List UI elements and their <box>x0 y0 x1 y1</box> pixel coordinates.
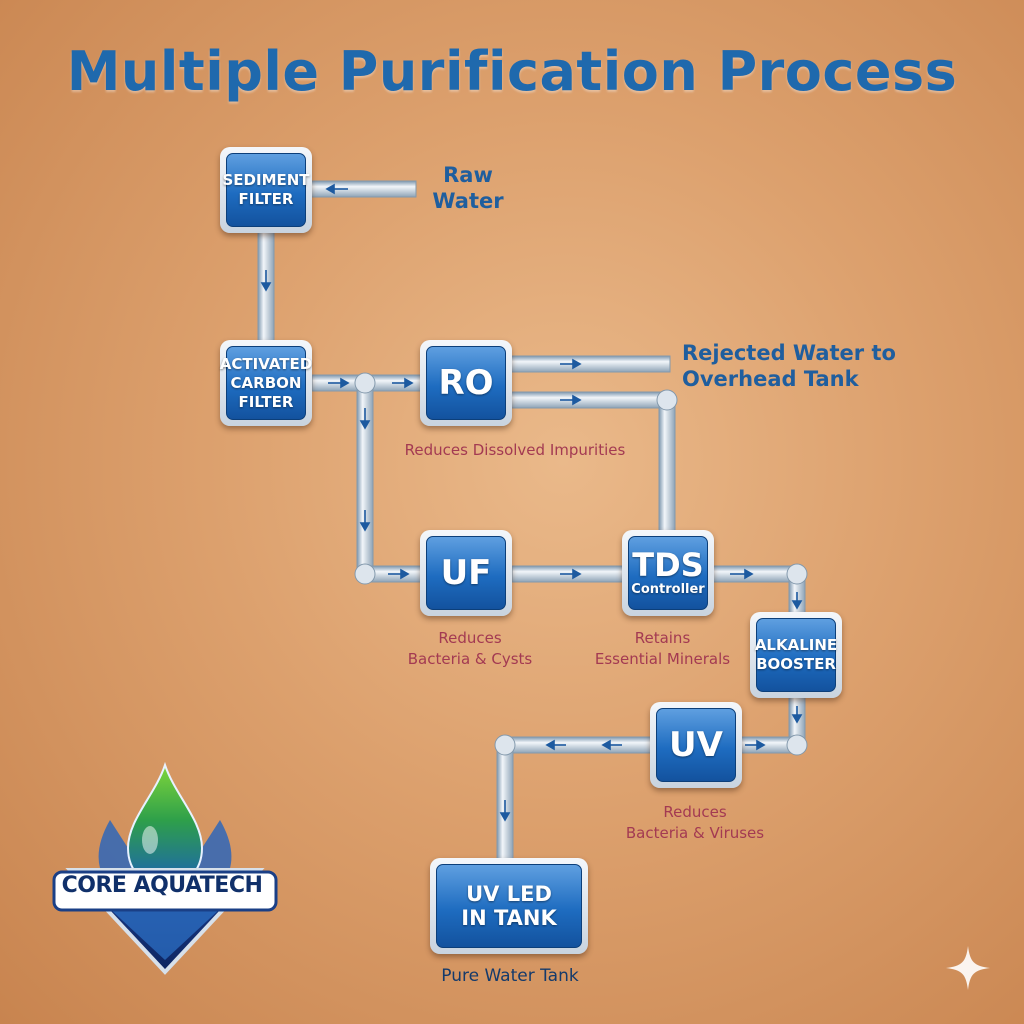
node-label: UV <box>669 725 723 765</box>
ro-node: RO <box>420 340 512 426</box>
node-label: UF <box>440 553 492 593</box>
raw-water-label: Raw Water <box>432 163 504 213</box>
node-label: ALKALINE <box>754 636 838 654</box>
node-label: SEDIMENT <box>222 171 310 189</box>
flow-arrow-left <box>545 739 566 751</box>
node-label: FILTER <box>238 190 294 208</box>
node-label: CARBON <box>230 373 302 392</box>
pipe-elbow <box>656 389 678 411</box>
flow-arrow-right <box>560 358 582 370</box>
carbon-filter-node: ACTIVATED CARBON FILTER <box>220 340 312 426</box>
uv-description: Reduces Bacteria & Viruses <box>625 803 765 842</box>
node-label: UV LED <box>466 882 552 906</box>
pipe-tee <box>354 372 376 394</box>
rejected-water-label: Rejected Water to Overhead Tank <box>682 341 896 391</box>
flow-arrow-down <box>359 408 371 430</box>
uf-node: UF <box>420 530 512 616</box>
uv-led-tank-node: UV LED IN TANK <box>430 858 588 954</box>
flow-arrow-down <box>791 706 803 724</box>
flow-arrow-left <box>601 739 622 751</box>
node-label: ACTIVATED <box>219 354 313 373</box>
flow-arrow-right <box>328 377 350 389</box>
sediment-filter-node: SEDIMENT FILTER <box>220 147 312 233</box>
node-label: TDS <box>632 546 704 584</box>
node-label: RO <box>438 363 494 403</box>
diagram-title: Multiple Purification Process <box>66 40 958 103</box>
flow-arrow-down <box>359 510 371 532</box>
flow-arrow-right <box>560 568 582 580</box>
flow-arrow-down <box>499 800 511 822</box>
pipe-raw <box>307 180 417 198</box>
alkaline-booster-node: ALKALINE BOOSTER <box>750 612 842 698</box>
flow-arrow-down <box>791 592 803 610</box>
pipe-ro-tds-h <box>509 391 671 409</box>
uv-node: UV <box>650 702 742 788</box>
node-label: FILTER <box>238 392 294 411</box>
node-sublabel: Controller <box>631 582 705 597</box>
pipe-elbow <box>494 734 516 756</box>
tds-controller-node: TDS Controller <box>622 530 714 616</box>
node-label: BOOSTER <box>756 655 836 673</box>
flow-arrow-right <box>730 568 754 580</box>
brand-name: CORE AQUATECH <box>61 873 263 898</box>
node-label: IN TANK <box>461 906 557 930</box>
ro-description: Reduces Dissolved Impurities <box>404 441 626 459</box>
pipe-ro-tds-v <box>658 397 676 533</box>
pipe-ro-reject <box>509 355 671 373</box>
flow-arrow-right <box>392 377 414 389</box>
pure-water-tank-label: Pure Water Tank <box>441 966 579 986</box>
flow-arrow-right <box>745 739 766 751</box>
flow-arrow-down <box>260 270 272 292</box>
uf-description: Reduces Bacteria & Cysts <box>407 629 533 668</box>
core-aquatech-logo <box>52 761 278 975</box>
flow-arrow-right <box>388 568 410 580</box>
sparkle-icon <box>946 946 990 990</box>
pipe-elbow <box>786 734 808 756</box>
pipe-uv-tank-h <box>504 736 656 754</box>
flow-arrow-right <box>560 394 582 406</box>
pipe-elbow <box>786 563 808 585</box>
flow-arrow-left <box>325 183 348 195</box>
tds-description: Retains Essential Minerals <box>594 629 731 668</box>
pipe-elbow <box>354 563 376 585</box>
